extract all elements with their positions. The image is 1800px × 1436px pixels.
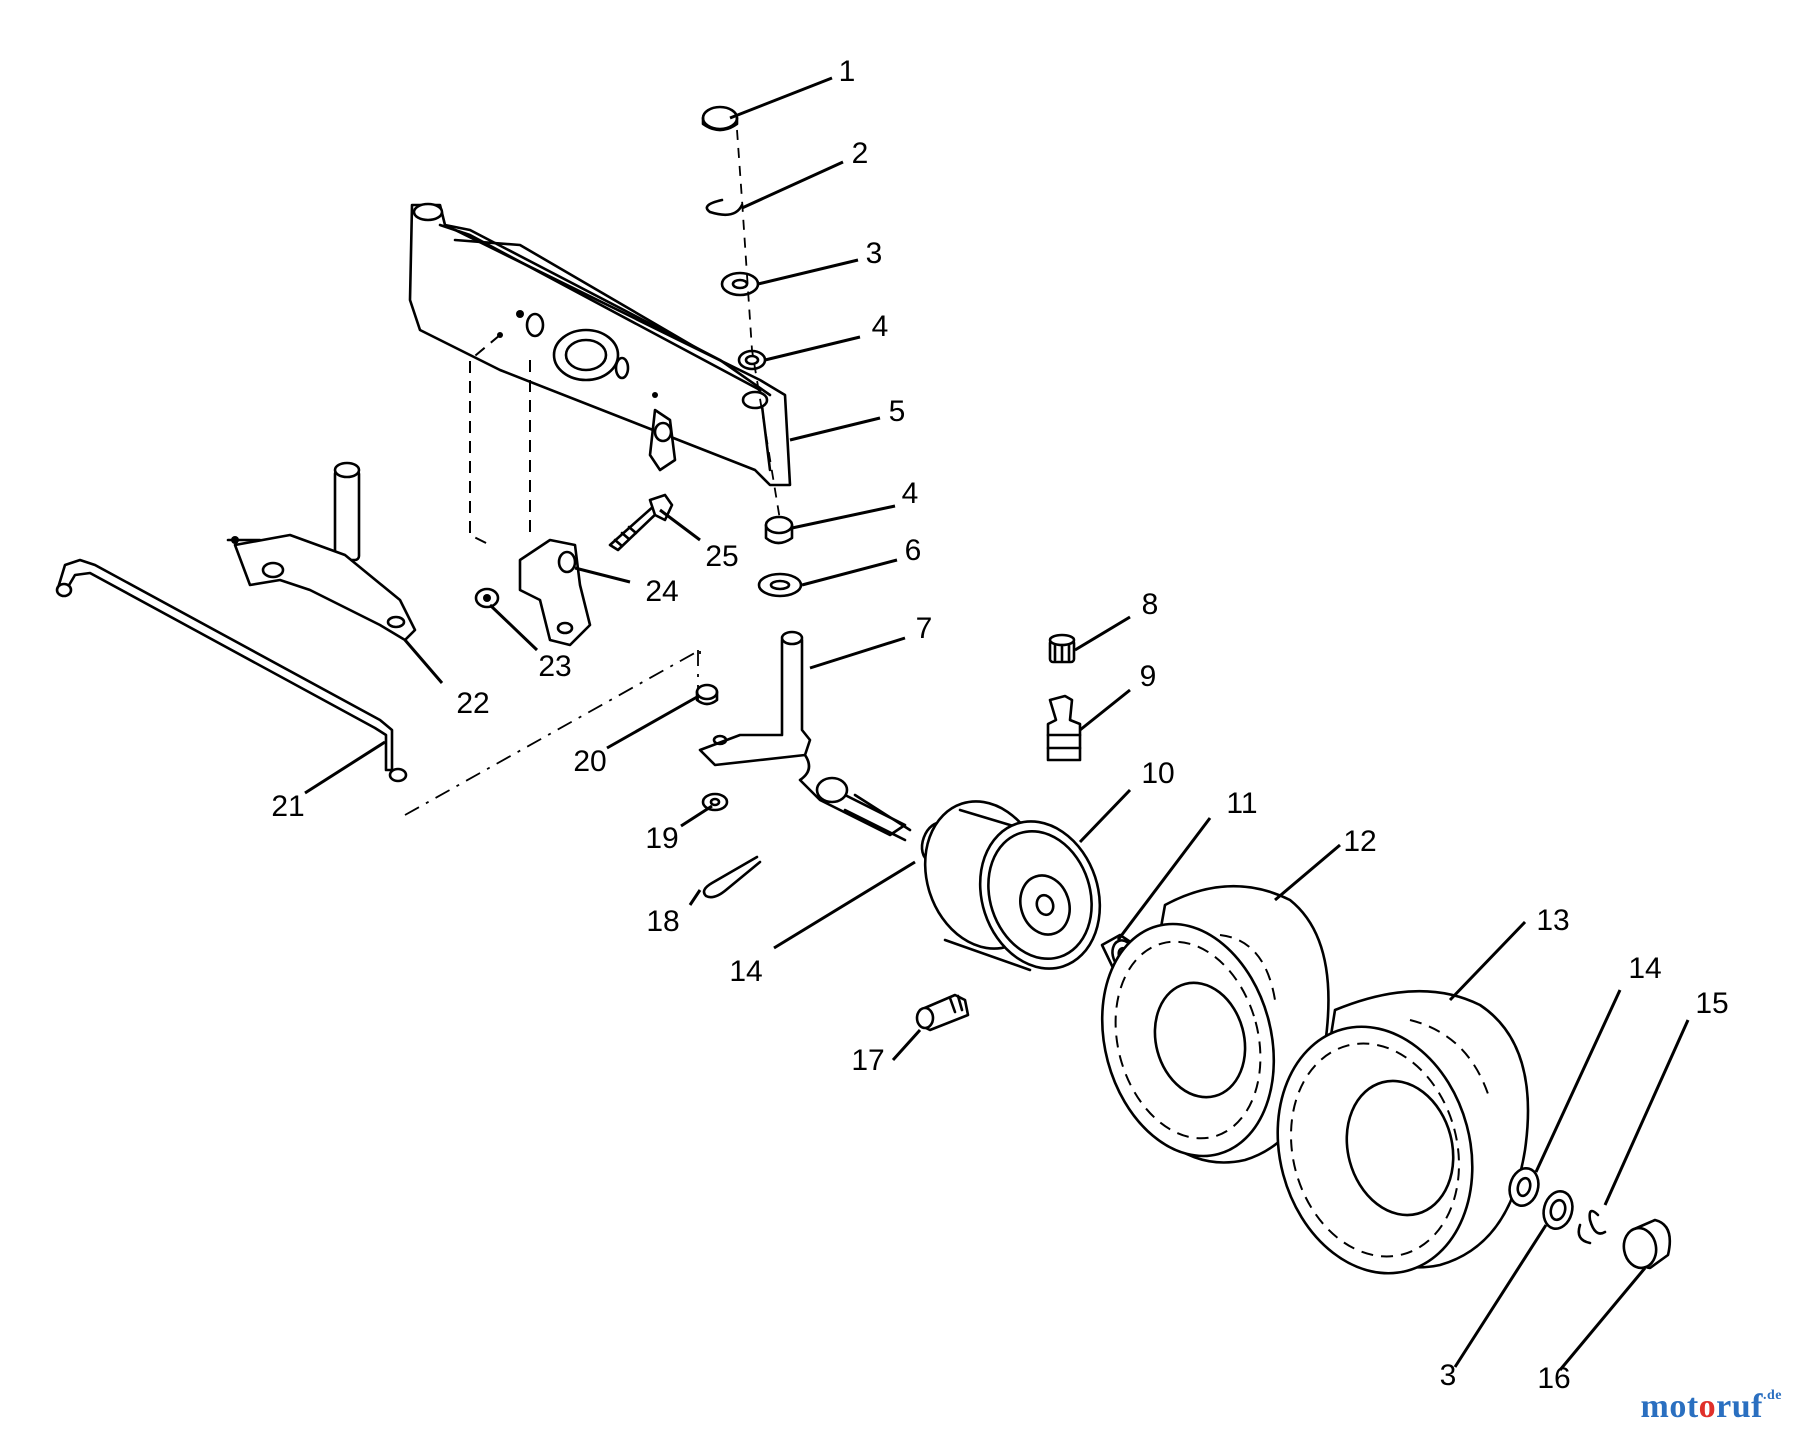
- callout-16: 16: [1537, 1362, 1570, 1395]
- callout-14: 14: [1628, 952, 1661, 985]
- callout-9: 9: [1140, 660, 1157, 693]
- cap-1: [701, 105, 739, 132]
- washer-3: [720, 271, 760, 297]
- spindle-7: [698, 630, 912, 842]
- callout-3: 3: [866, 237, 883, 270]
- grease-fitting-17: [915, 993, 970, 1032]
- callout-24: 24: [645, 575, 678, 608]
- watermark-part2: o: [1698, 1388, 1717, 1425]
- nut-23: [474, 587, 500, 609]
- retainer-clip-15: [1577, 1209, 1607, 1245]
- grease-fitting-8: [1048, 633, 1076, 664]
- front-axle-beam: [408, 202, 792, 487]
- callout-18: 18: [646, 905, 679, 938]
- callout-4: 4: [902, 477, 919, 510]
- callout-2: 2: [852, 137, 869, 170]
- callout-22: 22: [456, 687, 489, 720]
- bolt-25: [608, 493, 674, 552]
- callout-25: 25: [705, 540, 738, 573]
- callout-15: 15: [1695, 987, 1728, 1020]
- callout-23: 23: [538, 650, 571, 683]
- callout-4: 4: [872, 310, 889, 343]
- watermark-tld: .de: [1763, 1388, 1782, 1403]
- washer-19: [701, 792, 729, 812]
- callout-1: 1: [839, 55, 856, 88]
- watermark-part1: mot: [1640, 1388, 1699, 1425]
- callout-20: 20: [573, 745, 606, 778]
- leader-lines: [304, 76, 1690, 1371]
- washer-6: [757, 572, 803, 598]
- bearing-4-bottom: [764, 515, 794, 545]
- watermark-part3: ruf: [1716, 1388, 1763, 1425]
- callout-14: 14: [729, 955, 762, 988]
- callout-6: 6: [905, 534, 922, 567]
- callout-17: 17: [851, 1044, 884, 1077]
- callout-11: 11: [1226, 787, 1257, 820]
- callout-19: 19: [645, 822, 678, 855]
- cotter-pin-18: [702, 855, 762, 899]
- callout-21: 21: [271, 790, 304, 823]
- wheel-rim-10: [923, 800, 1102, 972]
- callout-5: 5: [889, 395, 906, 428]
- retainer-ring-2: [705, 198, 744, 217]
- valve-stem-9: [1046, 694, 1082, 762]
- bolt-20: [695, 683, 719, 706]
- washer-14-outer: [1508, 1166, 1540, 1208]
- drag-link-21: [55, 558, 408, 783]
- pivot-bracket-24: [518, 538, 592, 647]
- hub-cap-16: [1622, 1218, 1672, 1270]
- callout-labels: 1 2 3 4 5 4 6 7 8 9 10 11 12 13 14 14 15…: [271, 55, 1728, 1395]
- steering-arm-22: [226, 461, 417, 642]
- callout-12: 12: [1343, 825, 1376, 858]
- callout-8: 8: [1142, 588, 1159, 621]
- tire-12: [1100, 884, 1330, 1164]
- washer-3-outer: [1542, 1189, 1574, 1231]
- callout-13: 13: [1536, 904, 1569, 937]
- callout-7: 7: [916, 612, 933, 645]
- tire-13: [1276, 989, 1530, 1275]
- watermark-logo: motoruf.de: [1641, 1388, 1782, 1426]
- callout-10: 10: [1141, 757, 1174, 790]
- callout-3: 3: [1440, 1359, 1457, 1392]
